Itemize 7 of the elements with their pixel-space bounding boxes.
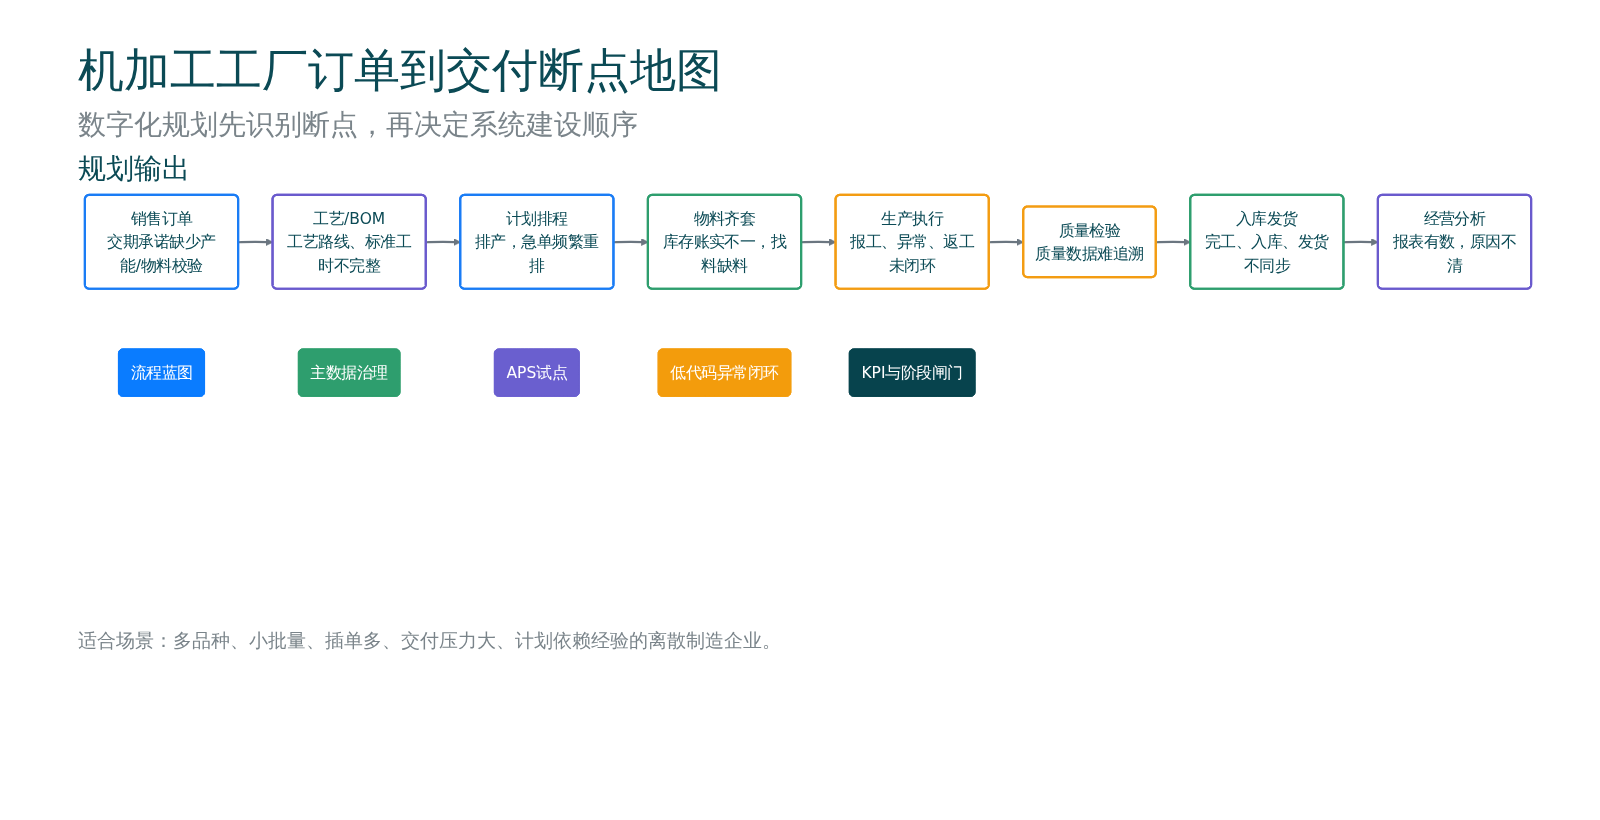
arrow (1156, 238, 1191, 246)
arrow (989, 238, 1024, 246)
section-heading: 规划输出 (78, 151, 190, 187)
arrow (426, 238, 461, 246)
diagram-title: 机加工工厂订单到交付断点地图 (78, 42, 722, 99)
caption: 适合场景：多品种、小批量、插单多、交付压力大、计划依赖经验的离散制造企业。 (78, 628, 781, 653)
subtitle: 数字化规划先识别断点，再决定系统建设顺序 (78, 107, 638, 143)
